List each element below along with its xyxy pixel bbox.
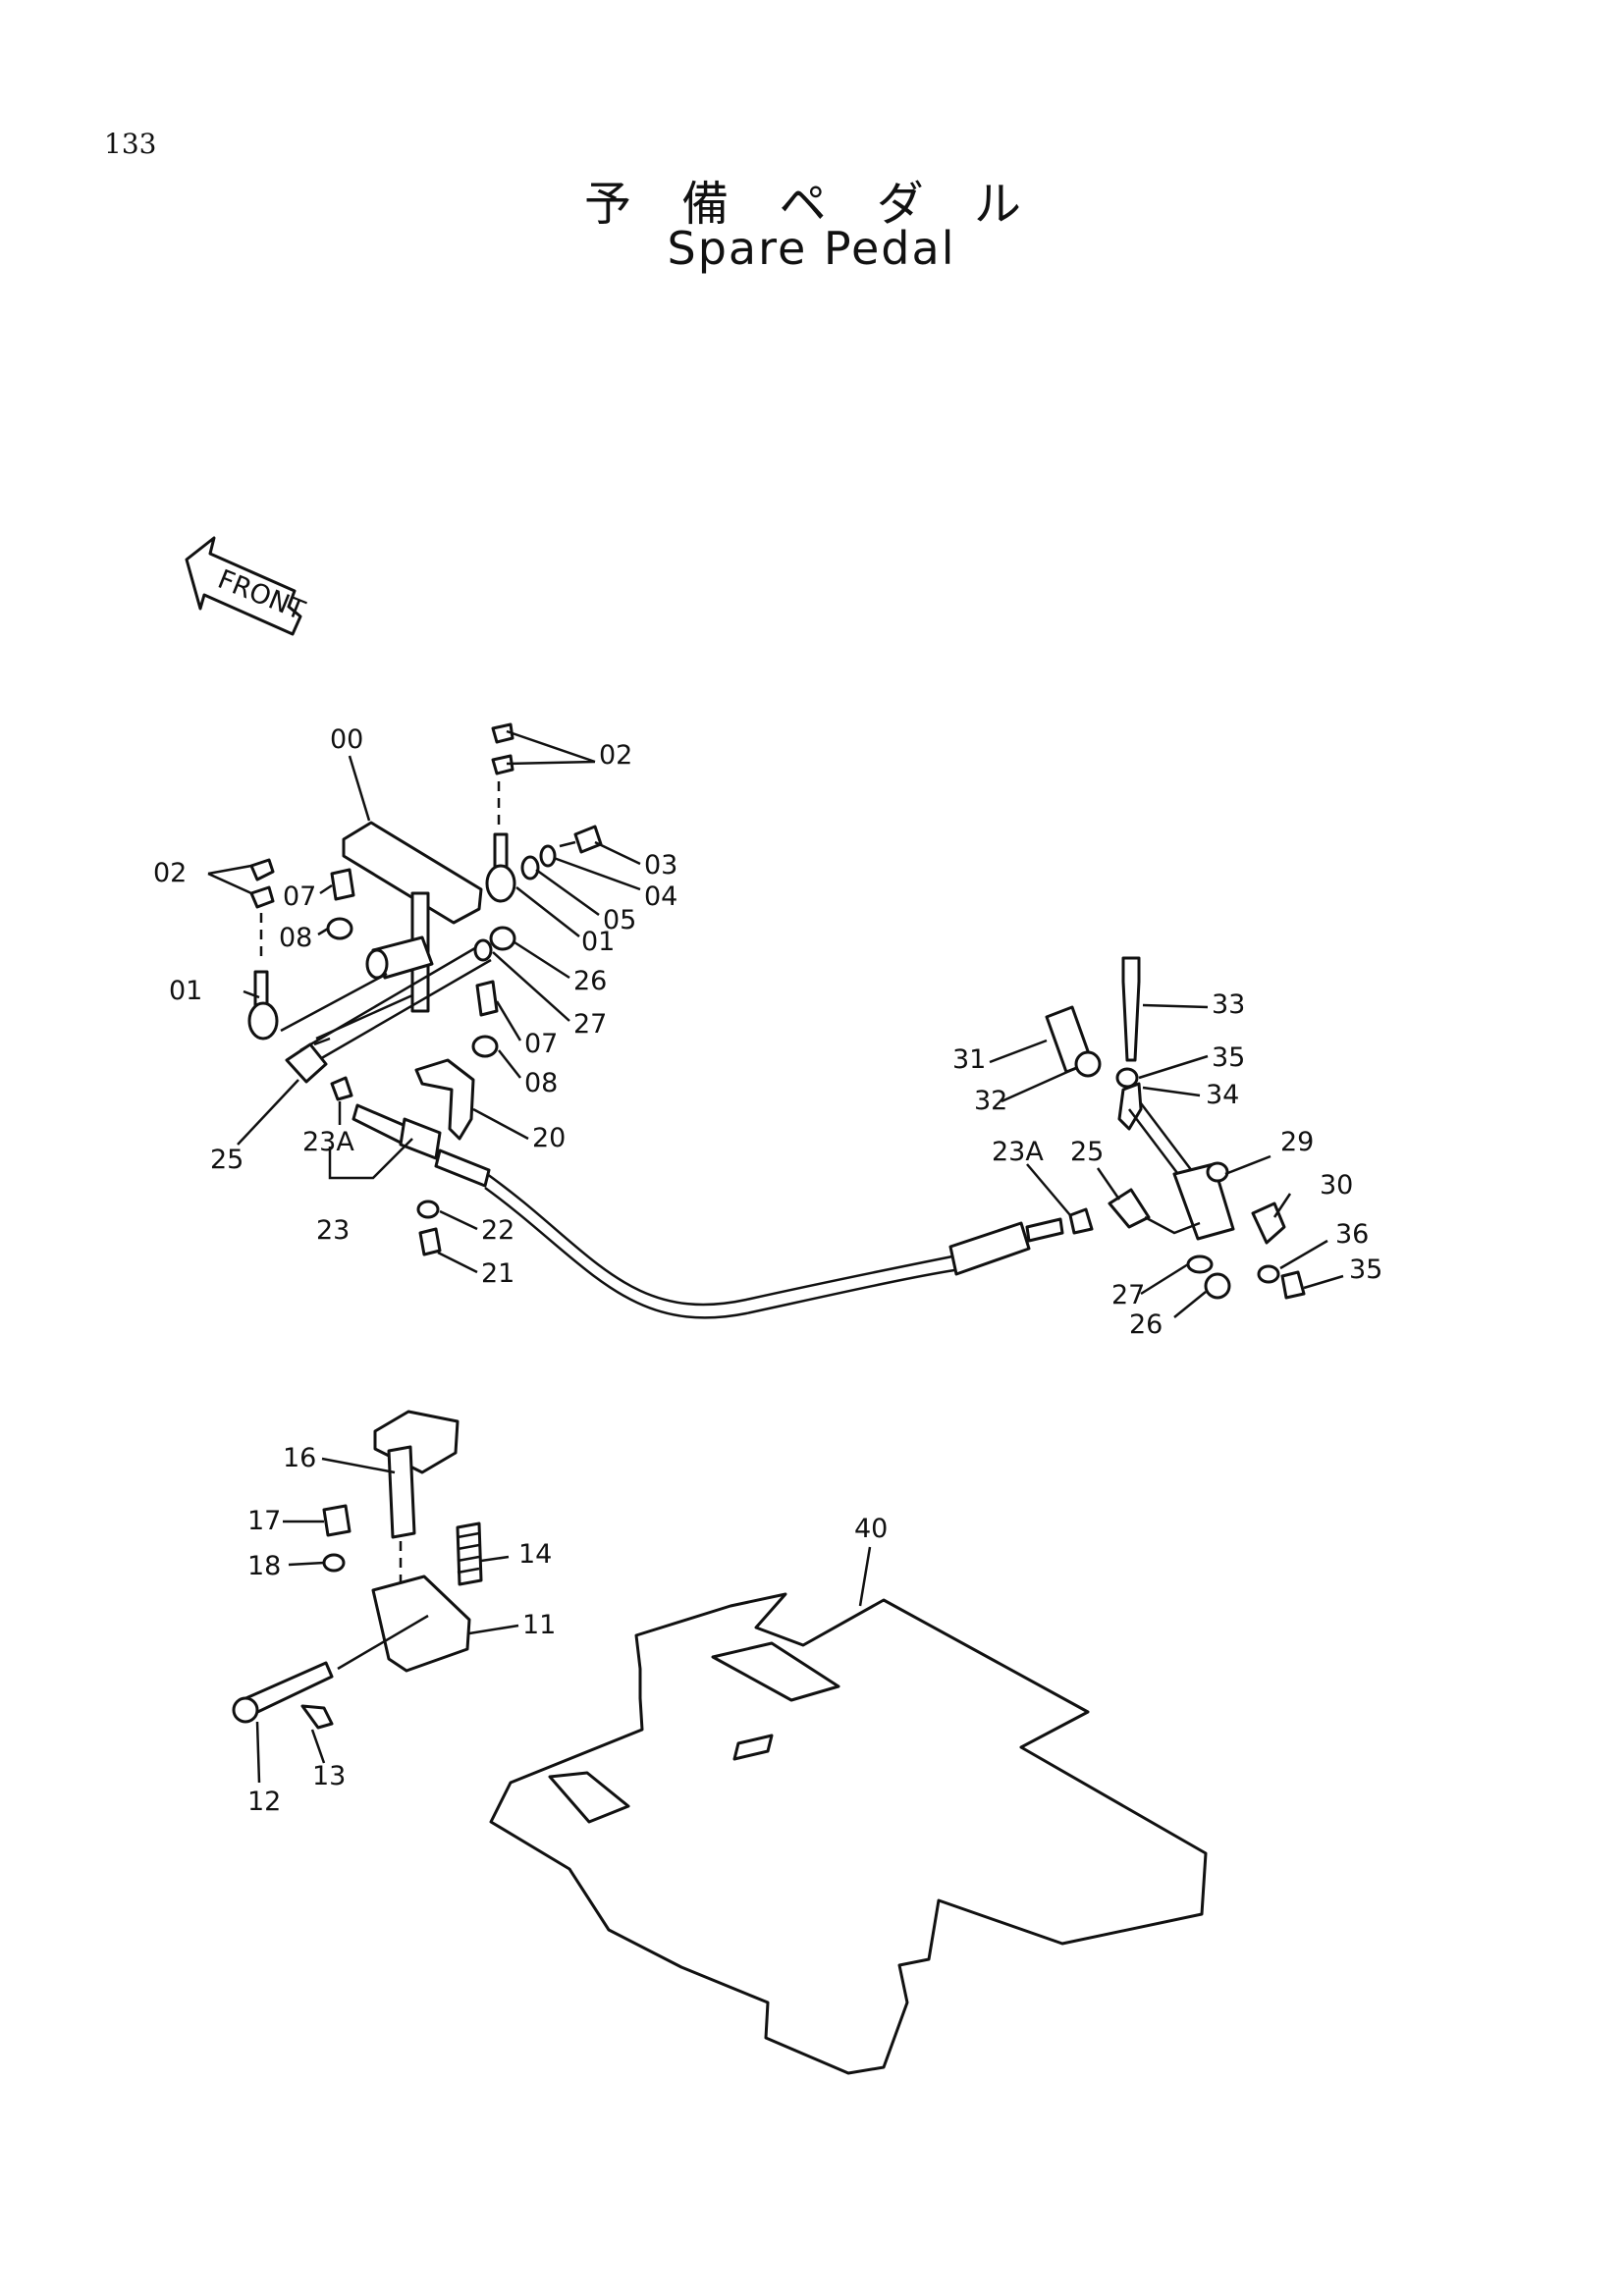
label-13: 13 bbox=[312, 1761, 346, 1791]
label-21: 21 bbox=[481, 1258, 514, 1289]
label-11: 11 bbox=[522, 1610, 556, 1640]
label-35-lower: 35 bbox=[1349, 1255, 1382, 1285]
page-title-japanese: 予 備 ペ ダ ル bbox=[583, 177, 1040, 232]
nut-02-pair-left bbox=[249, 858, 275, 962]
rod-end-01-left bbox=[247, 970, 279, 1041]
spring-14 bbox=[456, 1522, 483, 1586]
label-27-right: 27 bbox=[1111, 1280, 1145, 1310]
rod-end-34 bbox=[1117, 1082, 1220, 1214]
label-07-lower: 07 bbox=[524, 1029, 558, 1059]
washer-18 bbox=[322, 1553, 346, 1573]
pedal-16 bbox=[373, 1410, 460, 1590]
bolt-07-lower bbox=[475, 980, 499, 1017]
rod-33 bbox=[1121, 956, 1141, 1062]
nut-08-lower bbox=[471, 1035, 499, 1058]
nut-23A-left bbox=[330, 1076, 353, 1101]
pin-12 bbox=[232, 1661, 334, 1724]
label-20: 20 bbox=[532, 1123, 566, 1153]
label-16: 16 bbox=[283, 1443, 316, 1473]
label-23: 23 bbox=[316, 1215, 350, 1246]
washer-22 bbox=[416, 1200, 440, 1219]
label-32: 32 bbox=[974, 1086, 1007, 1116]
label-25-left: 25 bbox=[210, 1145, 243, 1175]
label-02-top: 02 bbox=[599, 740, 632, 771]
lever-29 bbox=[1172, 1161, 1235, 1241]
rod-end-01-right bbox=[485, 832, 516, 903]
label-01-right: 01 bbox=[581, 927, 615, 957]
joint-25-left bbox=[285, 1037, 331, 1084]
label-33: 33 bbox=[1212, 989, 1245, 1020]
label-07-upper: 07 bbox=[283, 881, 316, 912]
bolt-17 bbox=[322, 1504, 352, 1537]
label-23A-right: 23A bbox=[992, 1137, 1044, 1167]
clip-13 bbox=[300, 1704, 334, 1730]
label-40: 40 bbox=[854, 1514, 888, 1544]
label-12: 12 bbox=[247, 1787, 281, 1817]
label-03: 03 bbox=[644, 850, 677, 881]
label-04: 04 bbox=[644, 881, 677, 912]
washer-36 bbox=[1257, 1264, 1280, 1284]
label-27-upper: 27 bbox=[573, 1009, 607, 1040]
label-23A-left: 23A bbox=[302, 1127, 354, 1157]
label-35-upper: 35 bbox=[1212, 1042, 1245, 1073]
cable-23 bbox=[352, 1103, 1064, 1319]
nut-23A-right bbox=[1068, 1207, 1094, 1235]
label-14: 14 bbox=[518, 1539, 552, 1570]
washer-04 bbox=[539, 844, 557, 868]
nut-32 bbox=[1074, 1050, 1102, 1078]
washer-27-right bbox=[1186, 1255, 1214, 1274]
bracket-20 bbox=[414, 1058, 475, 1141]
floor-mat-40 bbox=[489, 1592, 1208, 2075]
nut-26-right bbox=[1204, 1272, 1231, 1300]
bolt-21 bbox=[418, 1227, 442, 1256]
label-01-left: 01 bbox=[169, 976, 202, 1006]
label-00: 00 bbox=[330, 724, 363, 755]
nut-35-lower bbox=[1280, 1270, 1306, 1300]
label-02-left: 02 bbox=[153, 858, 187, 888]
front-arrow-icon: FRONT bbox=[185, 536, 309, 636]
label-22: 22 bbox=[481, 1215, 514, 1246]
washer-27-upper bbox=[473, 938, 493, 962]
nut-02-pair-right bbox=[491, 722, 514, 828]
page-number: 133 bbox=[104, 128, 157, 160]
label-08-lower: 08 bbox=[524, 1068, 558, 1098]
label-05: 05 bbox=[603, 905, 636, 935]
label-34: 34 bbox=[1206, 1080, 1239, 1110]
label-36: 36 bbox=[1335, 1219, 1369, 1250]
bolt-07-upper bbox=[330, 868, 355, 901]
label-26-right: 26 bbox=[1129, 1309, 1163, 1340]
page-title-english: Spare Pedal bbox=[667, 222, 956, 275]
washer-05 bbox=[520, 855, 540, 881]
label-26-upper: 26 bbox=[573, 966, 607, 996]
pedal-assembly bbox=[280, 821, 492, 1062]
label-31: 31 bbox=[952, 1044, 986, 1075]
label-08-upper: 08 bbox=[279, 923, 312, 953]
label-17: 17 bbox=[247, 1506, 281, 1536]
label-30: 30 bbox=[1320, 1170, 1353, 1201]
bracket-11 bbox=[337, 1575, 471, 1673]
label-29: 29 bbox=[1280, 1127, 1314, 1157]
nut-26-upper bbox=[489, 926, 516, 951]
label-18: 18 bbox=[247, 1551, 281, 1581]
label-25-right: 25 bbox=[1070, 1137, 1104, 1167]
bolt-03 bbox=[559, 825, 603, 854]
nut-08-upper bbox=[326, 917, 353, 940]
leader-lines bbox=[207, 729, 1344, 1784]
